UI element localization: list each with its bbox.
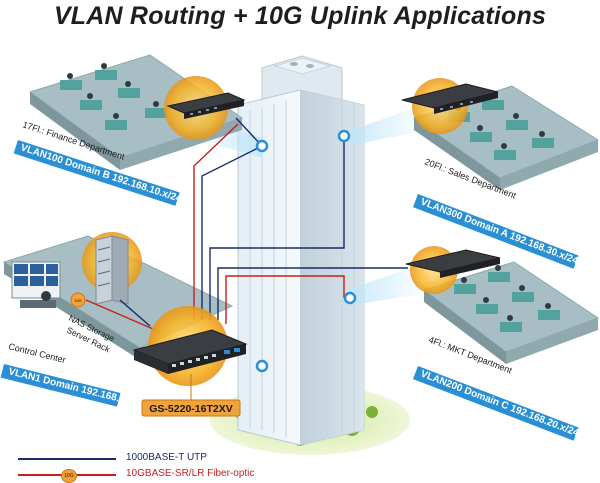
vlan-bar-mkt [412,366,579,441]
legend-utp-line [18,458,116,460]
vlan-bar-sales [412,194,579,269]
fiber-badge-nas: 10G [74,298,82,303]
vlan-bar-finance [13,140,180,206]
beam-sales [346,106,420,146]
monitor-wall [11,261,61,308]
link-finance [235,117,263,147]
vlan-bar-control [0,364,121,407]
fiber-links [85,123,345,333]
diagram-title: VLAN Routing + 10G Uplink Applications [53,2,547,30]
utp-links [119,117,408,327]
link-finance-2 [201,145,263,320]
fiber-nas [85,299,161,333]
legend-row-fiber: 10G 10GBASE-SR/LR Fiber-optic [18,468,318,483]
legend-fiber-label: 10GBASE-SR/LR Fiber-optic [126,468,255,479]
floor-finance: 17Fl.: Finance Department VLAN100 Domain… [13,54,244,206]
legend-row-utp: 1000BASE-T UTP [18,452,318,466]
link-nas [119,299,151,327]
core-switch: GS-5220-16T2XV [132,306,248,417]
legend: 1000BASE-T UTP 10G 10GBASE-SR/LR Fiber-o… [18,452,318,483]
fiber-mkt [225,275,345,324]
floor-label-control: Control Center [8,341,67,365]
switch-finance [164,76,246,140]
switch-sales [401,78,499,134]
switch-mkt [405,246,501,294]
fiber-finance [193,123,239,320]
core-switch-model: GS-5220-16T2XV [149,403,232,415]
vlan-label-control: VLAN1 Domain 192.168.0.x [7,366,134,408]
beam-mkt [348,264,420,306]
vlan-label-mkt: VLAN200 Domain C 192.168.20.x/24 [419,369,581,440]
legend-utp-label: 1000BASE-T UTP [126,452,207,463]
legend-fiber-badge: 10G [61,469,77,483]
nas-rack: 10G [70,232,142,308]
link-sales [209,136,345,320]
link-mkt [217,267,408,320]
office-building [237,55,365,446]
building-ports [255,129,357,373]
